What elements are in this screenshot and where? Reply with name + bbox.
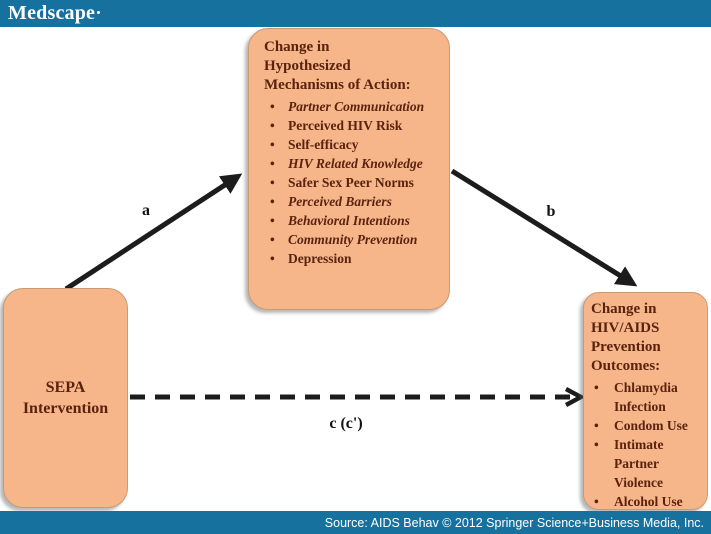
bullet-icon: • xyxy=(270,213,275,228)
mechanism-item: • Behavioral Intentions xyxy=(270,213,410,228)
bullet-icon: • xyxy=(270,118,275,133)
outcome-item: • Intimate Partner Violence xyxy=(594,437,664,490)
mechanism-item: • HIV Related Knowledge xyxy=(270,156,423,171)
mechanisms-box-title: Change in Hypothesized Mechanisms of Act… xyxy=(264,39,411,93)
bullet-icon: • xyxy=(270,99,275,114)
bullet-icon: • xyxy=(594,418,599,433)
outcomes-box-title: Change in HIV/AIDS Prevention Outcomes: xyxy=(591,301,661,374)
mechanism-item: • Perceived Barriers xyxy=(270,194,392,209)
mechanism-item: • Partner Communication xyxy=(270,99,425,114)
bullet-icon: • xyxy=(270,175,275,190)
bullet-icon: • xyxy=(594,437,599,452)
path-label-a: a xyxy=(142,202,150,219)
medscape-logo: Medscape xyxy=(8,2,96,24)
mechanisms-list: • Partner Communication • Perceived HIV … xyxy=(264,97,444,268)
mechanism-item: • Depression xyxy=(270,251,352,266)
arrow-path-b xyxy=(450,168,638,287)
arrow-path-a xyxy=(64,173,243,292)
mechanism-item: • Perceived HIV Risk xyxy=(270,118,403,133)
logo-dot-icon xyxy=(97,11,101,14)
bullet-icon: • xyxy=(270,232,275,247)
outcomes-box: Change in HIV/AIDS Prevention Outcomes: … xyxy=(583,292,708,510)
mechanism-item: • Community Prevention xyxy=(270,232,418,247)
outcome-item: • Alcohol Use xyxy=(594,494,683,509)
path-label-c: c (c') xyxy=(329,415,363,432)
mechanism-item: • Safer Sex Peer Norms xyxy=(270,175,414,190)
path-label-b: b xyxy=(546,203,556,220)
source-bar: Source: AIDS Behav © 2012 Springer Scien… xyxy=(0,511,711,534)
outcomes-list: • Chlamydia Infection • Condom Use • Int… xyxy=(591,378,704,511)
mechanism-item: • Self-efficacy xyxy=(270,137,359,152)
sepa-intervention-box: SEPA Intervention xyxy=(3,288,128,508)
mechanisms-box: Change in Hypothesized Mechanisms of Act… xyxy=(248,28,450,310)
source-text: Source: AIDS Behav © 2012 Springer Scien… xyxy=(324,515,704,530)
bullet-icon: • xyxy=(270,194,275,209)
outcome-item: • Chlamydia Infection xyxy=(594,380,678,414)
bullet-icon: • xyxy=(270,251,275,266)
bullet-icon: • xyxy=(594,380,599,395)
bullet-icon: • xyxy=(270,156,275,171)
bullet-icon: • xyxy=(270,137,275,152)
sepa-title-line: SEPA xyxy=(45,379,86,396)
top-brand-bar: Medscape xyxy=(0,0,711,27)
outcome-item: • Condom Use xyxy=(594,418,688,433)
bullet-icon: • xyxy=(594,494,599,509)
sepa-title-line: Intervention xyxy=(22,400,109,417)
